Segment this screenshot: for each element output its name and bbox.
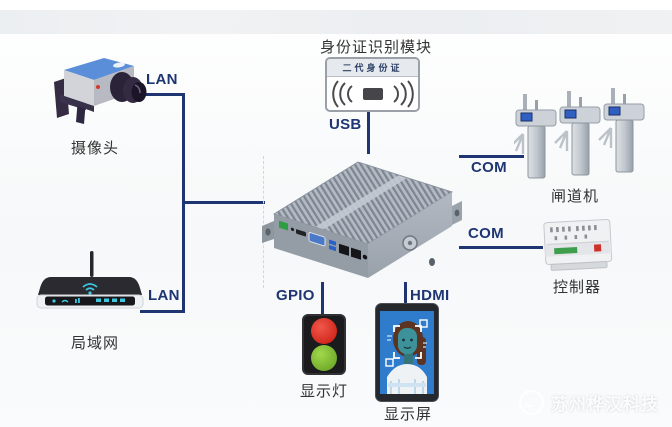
green-lamp [311,345,337,372]
gpio-label: GPIO [276,287,315,304]
gates-icon [514,88,645,179]
usb-line [367,111,370,154]
router-icon [36,251,144,309]
controller-label: 控制器 [552,279,601,296]
usb-label: USB [329,116,362,133]
background-band [0,10,672,34]
id-reader-title: 身份证识别模块 [319,39,432,56]
gpio-line [321,282,324,316]
camera-lan-label: LAN [146,71,178,88]
router-lan-line [140,310,185,313]
watermark-text: 苏州桦汉科技 [551,395,659,414]
host-photo-edge [263,156,264,288]
controller-icon [543,218,613,271]
gates-com-line [459,155,524,158]
bus-to-host-line [185,201,265,204]
display-screen-label: 显示屏 [383,406,432,423]
gates-label: 闸道机 [550,188,599,205]
watermark-logo-icon [519,390,544,415]
camera-label: 摄像头 [70,140,119,157]
left-bus-line [182,93,185,313]
id-card-text: 二代身份证 [327,59,418,77]
controller-com-line [459,246,543,249]
camera-lan-line [118,93,185,96]
rfid-waves-icon [331,80,414,108]
gates-com-label: COM [471,159,507,176]
display-screen-icon [375,303,439,402]
indicator-light-icon [302,314,346,375]
controller-com-label: COM [468,225,504,242]
hdmi-line [404,282,407,307]
indicator-light-label: 显示灯 [299,383,348,400]
id-reader-icon: 二代身份证 [325,57,420,112]
hdmi-label: HDMI [410,287,450,304]
watermark: 苏州桦汉科技 [519,390,659,415]
embedded-pc-icon [262,161,462,278]
router-lan-label: LAN [148,287,180,304]
router-label: 局域网 [70,335,119,352]
red-lamp [311,317,337,344]
camera-icon [54,58,147,124]
